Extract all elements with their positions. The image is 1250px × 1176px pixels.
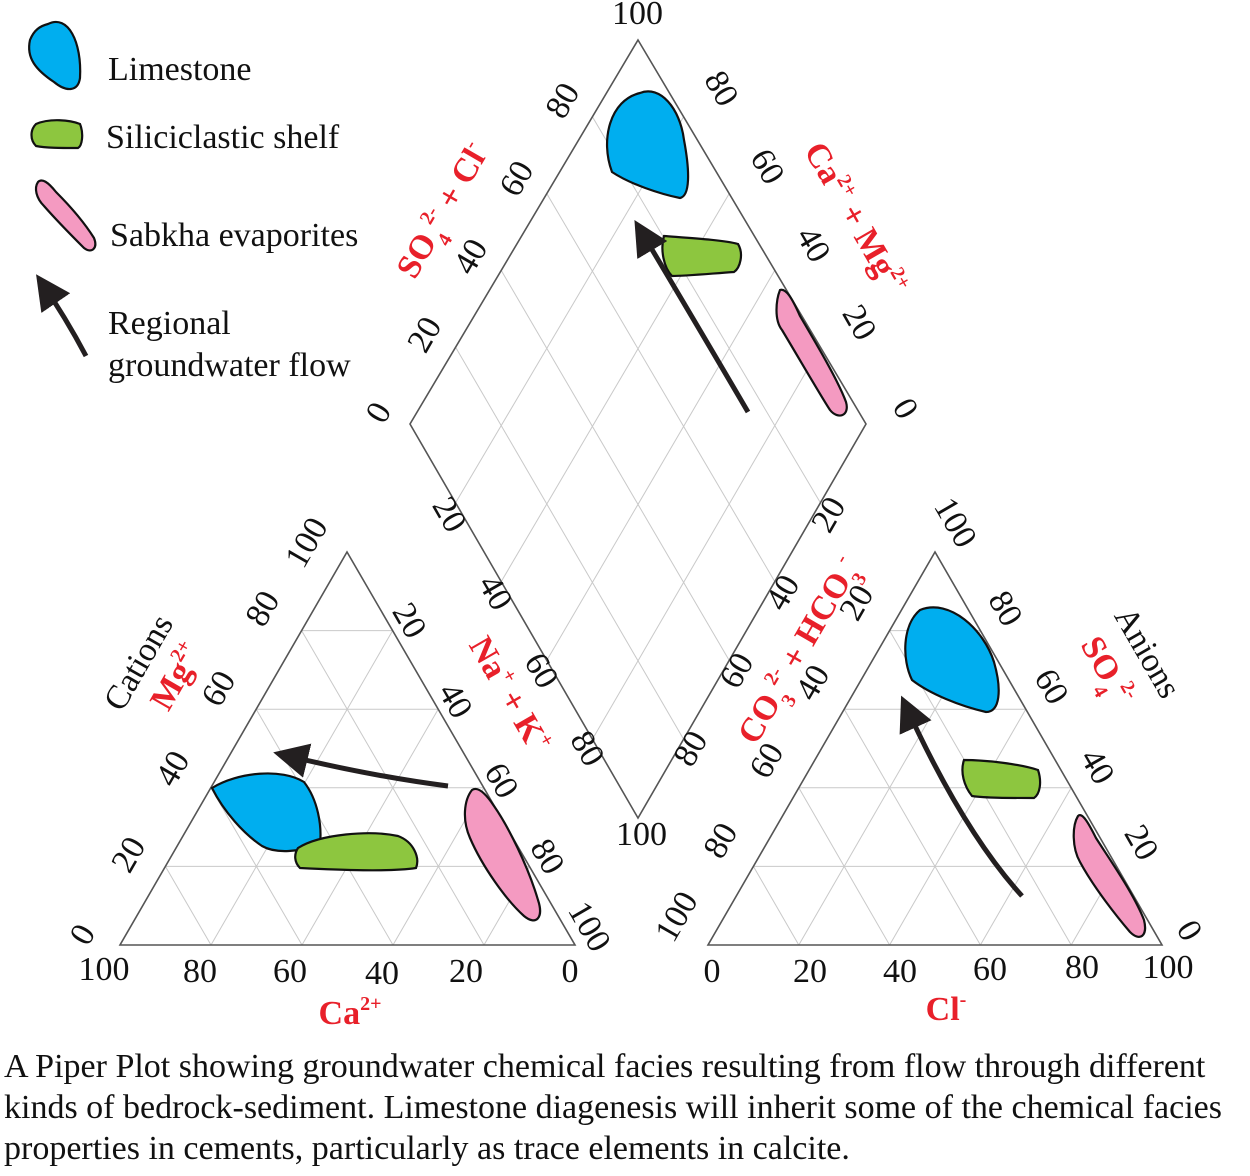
anion-bottom-tick-20: 20 bbox=[793, 953, 827, 990]
diamond-grid-line bbox=[455, 346, 685, 740]
diamond-ul-tick-80: 80 bbox=[538, 77, 587, 125]
diamond-lr-tick-80: 80 bbox=[666, 725, 715, 773]
cation-right-tick-100: 100 bbox=[560, 895, 618, 958]
cation-bottom-tick-60: 60 bbox=[273, 953, 307, 990]
diamond-ur-tick-20: 20 bbox=[835, 299, 884, 347]
anion-cl-label: Cl- bbox=[926, 989, 967, 1028]
cation-bottom-tick-100: 100 bbox=[79, 951, 130, 988]
diamond-lr-tick-20: 20 bbox=[804, 491, 853, 539]
legend-siliciclastic-swatch bbox=[30, 119, 84, 150]
legend-flow-arrow bbox=[36, 274, 89, 358]
anion-bottom-tick-80: 80 bbox=[1065, 949, 1099, 986]
cation-flow-arrow bbox=[273, 743, 449, 789]
cation-sabkha-field bbox=[463, 787, 542, 922]
legend: Limestone Siliciclastic shelf Sabkha eva… bbox=[28, 21, 358, 384]
anion-right-tick-80: 80 bbox=[981, 585, 1030, 633]
anion-bottom-tick-0: 0 bbox=[704, 953, 721, 990]
legend-flow-label-line2: groundwater flow bbox=[108, 347, 351, 384]
diamond-ur-tick-60: 60 bbox=[743, 143, 792, 191]
diamond-ur-tick-80: 80 bbox=[697, 65, 746, 113]
cation-left-tick-0: 0 bbox=[63, 918, 104, 951]
diamond-siliciclastic-field bbox=[661, 234, 743, 278]
anion-right-tick-40: 40 bbox=[1073, 743, 1122, 791]
anion-right-tick-60: 60 bbox=[1027, 663, 1076, 711]
diamond-grid-line bbox=[591, 346, 821, 740]
cation-left-tick-20: 20 bbox=[104, 831, 153, 879]
diamond-grid-line bbox=[546, 193, 776, 582]
diamond-lr-tick-40: 40 bbox=[758, 569, 807, 617]
diamond-flow-arrow bbox=[634, 219, 751, 414]
anion-bottom-tick-40: 40 bbox=[883, 953, 917, 990]
diamond-top-tick: 100 bbox=[612, 0, 663, 32]
cation-grid-line bbox=[164, 866, 212, 946]
diamond-ur-tick-40: 40 bbox=[789, 221, 838, 269]
diamond-ur-tick-0: 0 bbox=[885, 392, 926, 425]
diamond-sabkha-field bbox=[775, 288, 848, 417]
cation-left-tick-80: 80 bbox=[238, 585, 287, 633]
anion-triangle-frame bbox=[706, 550, 1164, 946]
diamond-ll-tick-20: 20 bbox=[425, 491, 474, 539]
cation-left-tick-60: 60 bbox=[194, 665, 243, 713]
cation-grid-line bbox=[301, 708, 439, 946]
cation-triangle-frame bbox=[118, 550, 577, 946]
anion-top-tick-100: 100 bbox=[926, 491, 984, 554]
diamond-ll-tick-80: 80 bbox=[563, 725, 612, 773]
cation-left-tick-100: 100 bbox=[278, 511, 336, 574]
anion-bottom-tick-60: 60 bbox=[973, 951, 1007, 988]
diamond-lr-tick-60: 60 bbox=[712, 647, 761, 695]
cation-bottom-tick-20: 20 bbox=[449, 953, 483, 990]
legend-sabkha-swatch bbox=[34, 179, 97, 252]
anion-left-tick-80: 80 bbox=[696, 817, 745, 865]
diamond-grid-line bbox=[500, 270, 730, 661]
anion-bottom-tick-100: 100 bbox=[1143, 949, 1194, 986]
legend-limestone-label: Limestone bbox=[108, 51, 252, 88]
anion-sabkha-field bbox=[1072, 814, 1147, 938]
diamond-ll-tick-40: 40 bbox=[471, 569, 520, 617]
diamond-right-axis-label: Ca2+ + Mg2+ bbox=[797, 135, 916, 302]
legend-siliciclastic-label: Siliciclastic shelf bbox=[106, 119, 340, 156]
cation-bottom-tick-0: 0 bbox=[562, 953, 579, 990]
anion-right-tick-0: 0 bbox=[1169, 914, 1210, 947]
cation-grid-line bbox=[301, 630, 485, 946]
cation-left-tick-40: 40 bbox=[148, 745, 197, 793]
diamond-ul-tick-20: 20 bbox=[400, 311, 449, 359]
cation-bottom-tick-80: 80 bbox=[183, 953, 217, 990]
cation-ca-label: Ca2+ bbox=[319, 993, 382, 1032]
cation-right-tick-20: 20 bbox=[385, 597, 434, 645]
piper-plot: Limestone Siliciclastic shelf Sabkha eva… bbox=[28, 0, 1210, 1032]
anion-flow-arrow bbox=[899, 695, 1024, 898]
legend-sabkha-label: Sabkha evaporites bbox=[110, 217, 358, 254]
diamond-ul-tick-0: 0 bbox=[359, 396, 400, 429]
anion-grid-line bbox=[889, 708, 1027, 946]
figure-caption: A Piper Plot showing groundwater chemica… bbox=[4, 1048, 1222, 1167]
anion-left-tick-60: 60 bbox=[742, 737, 791, 785]
anion-right-tick-20: 20 bbox=[1117, 819, 1166, 867]
cation-siliciclastic-field bbox=[294, 832, 419, 872]
anion-grid-line bbox=[843, 708, 981, 946]
anion-limestone-field bbox=[904, 606, 1000, 714]
diamond-grid-line bbox=[546, 270, 776, 661]
legend-limestone-swatch bbox=[28, 21, 82, 91]
cation-right-tick-40: 40 bbox=[431, 677, 480, 725]
diamond-bottom-tick: 100 bbox=[616, 816, 667, 853]
cation-bottom-tick-40: 40 bbox=[365, 955, 399, 992]
anion-left-tick-100: 100 bbox=[648, 885, 706, 948]
anion-grid-line bbox=[752, 866, 800, 946]
diamond-limestone-field bbox=[605, 90, 690, 200]
legend-flow-label-line1: Regional bbox=[108, 305, 231, 342]
cation-limestone-field bbox=[210, 772, 322, 853]
anion-siliciclastic-field bbox=[961, 758, 1042, 800]
diamond-ul-tick-60: 60 bbox=[492, 155, 541, 203]
